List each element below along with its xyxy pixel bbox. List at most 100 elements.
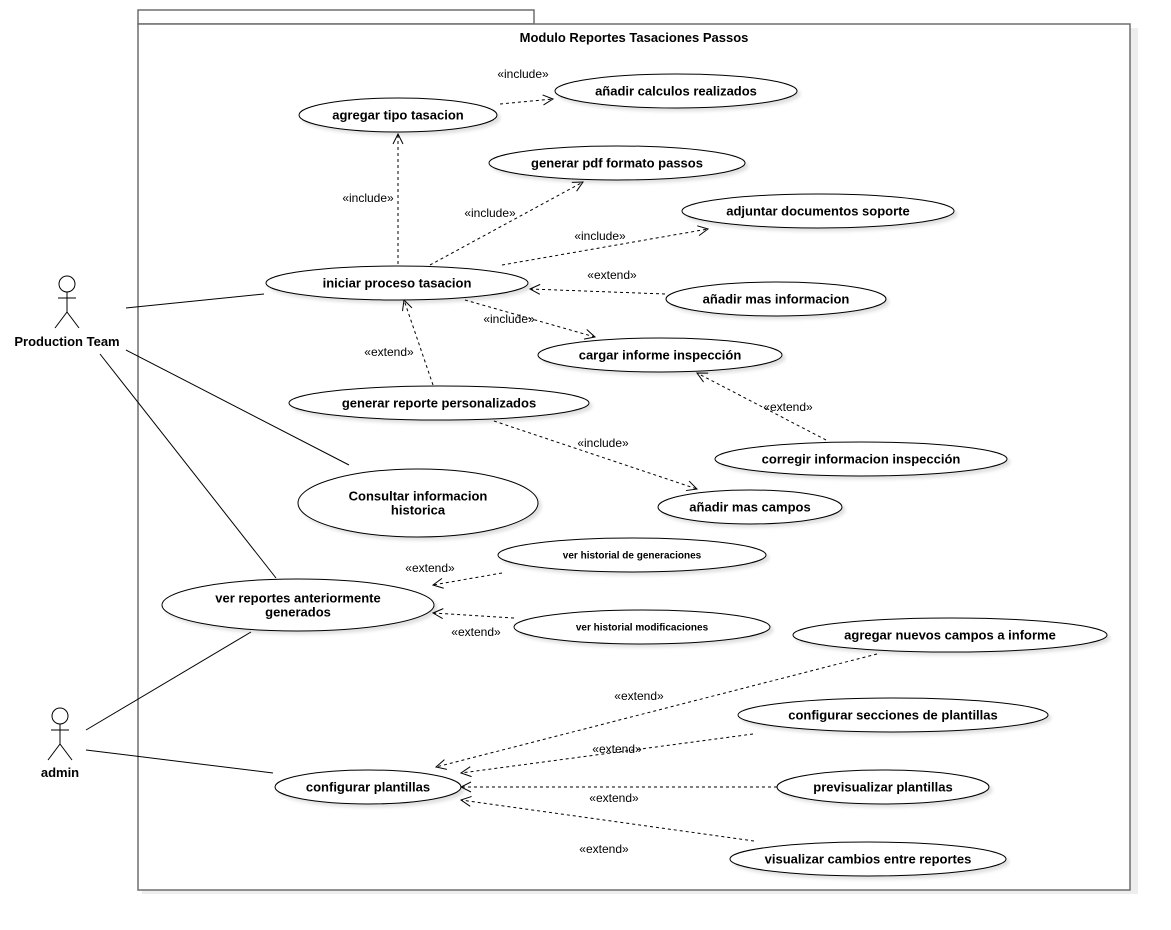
use-case-ellipse[interactable] (161, 578, 435, 632)
use-case-ver-historial-modificaciones[interactable]: ver historial modificaciones (513, 609, 771, 645)
use-case-ellipse[interactable] (681, 193, 955, 229)
stereotype-label: «extend» (405, 561, 455, 575)
use-case-ellipse[interactable] (737, 697, 1049, 733)
frame-tab (137, 9, 535, 25)
use-case-agregar-nuevos-campos-a-informe[interactable]: agregar nuevos campos a informe (792, 617, 1108, 653)
dependency-configurar-secciones-de-plantillas-to-configurar-plantillas: «extend» (461, 733, 754, 773)
use-case-ver-historial-de-generaciones[interactable]: ver historial de generaciones (497, 537, 767, 573)
dependency-agregar-tipo-tasacion-to-anadir-calculos-realizados: «include» (497, 67, 553, 104)
dependency-arrow (697, 373, 827, 441)
stereotype-label: «include» (483, 312, 535, 326)
dependency-arrow (429, 182, 583, 266)
use-case-ellipse[interactable] (792, 617, 1108, 653)
dependency-iniciar-proceso-tasacion-to-adjuntar-documentos-soporte: «include» (501, 229, 708, 266)
stereotype-label: «extend» (364, 345, 414, 359)
use-case-ellipse[interactable] (274, 769, 462, 805)
dependency-arrow (464, 299, 595, 337)
actors-layer: Production Team admin (14, 275, 120, 780)
use-case-ellipse[interactable] (554, 73, 798, 109)
stick-figure-icon (47, 707, 73, 761)
use-case-label: generar pdf formato passos (531, 156, 703, 171)
use-case-label: ver reportes anteriormente (215, 591, 380, 606)
use-case-label: visualizar cambios entre reportes (765, 852, 972, 867)
association-line-production-team-iniciar-proceso-tasacion (125, 293, 265, 309)
use-case-label: historica (391, 503, 446, 518)
dependency-arrow (436, 653, 878, 767)
use-case-adjuntar-documentos-soporte[interactable]: adjuntar documentos soporte (681, 193, 955, 229)
use-case-label: configurar plantillas (306, 780, 430, 795)
stereotype-label: «extend» (592, 742, 642, 756)
stereotype-label: «include» (577, 436, 629, 450)
use-case-label: cargar informe inspección (579, 348, 742, 363)
associations-layer (85, 293, 350, 774)
stereotype-label: «extend» (614, 689, 664, 703)
use-case-label: adjuntar documentos soporte (726, 204, 909, 219)
use-case-ellipse[interactable] (657, 489, 843, 525)
use-case-previsualizar-plantillas[interactable]: previsualizar plantillas (776, 769, 990, 805)
dependency-arrow (433, 613, 515, 618)
use-case-ellipse[interactable] (297, 468, 539, 538)
use-case-cargar-informe-inspeccion[interactable]: cargar informe inspección (537, 337, 783, 373)
use-case-ellipse[interactable] (497, 537, 767, 573)
dependency-previsualizar-plantillas-to-configurar-plantillas: «extend» (461, 787, 777, 805)
use-case-generar-pdf-formato-passos[interactable]: generar pdf formato passos (488, 145, 746, 181)
use-case-label: corregir informacion inspección (762, 452, 961, 467)
use-case-ellipse[interactable] (298, 97, 498, 133)
use-case-label: añadir calculos realizados (595, 84, 757, 99)
actor-production-team[interactable]: Production Team (14, 275, 120, 349)
frame-title: Modulo Reportes Tasaciones Passos (520, 30, 749, 45)
actor-label: admin (41, 765, 79, 780)
dependency-arrow (499, 99, 553, 104)
use-case-ellipse[interactable] (714, 441, 1008, 477)
use-case-anadir-calculos-realizados[interactable]: añadir calculos realizados (554, 73, 798, 109)
stereotype-label: «include» (574, 229, 626, 243)
use-case-label: iniciar proceso tasacion (323, 276, 472, 291)
use-case-ellipse[interactable] (288, 385, 590, 421)
stereotype-label: «include» (497, 67, 549, 81)
association-line-production-team-ver-reportes-anteriormente-generados (99, 353, 277, 579)
use-case-anadir-mas-informacion[interactable]: añadir mas informacion (665, 281, 887, 317)
dependency-arrow (501, 229, 708, 266)
dependency-iniciar-proceso-tasacion-to-cargar-informe-inspeccion: «include» (464, 299, 595, 337)
use-case-corregir-informacion-inspeccion[interactable]: corregir informacion inspección (714, 441, 1008, 477)
stereotype-label: «extend» (587, 268, 637, 282)
use-case-ellipse[interactable] (665, 281, 887, 317)
use-case-ellipse[interactable] (265, 265, 529, 301)
stereotype-label: «extend» (579, 842, 629, 856)
use-case-configurar-secciones-de-plantillas[interactable]: configurar secciones de plantillas (737, 697, 1049, 733)
use-case-iniciar-proceso-tasacion[interactable]: iniciar proceso tasacion (265, 265, 529, 301)
dependency-arrow (461, 800, 755, 842)
use-case-label: configurar secciones de plantillas (788, 708, 998, 723)
stereotype-label: «extend» (763, 400, 813, 414)
use-case-configurar-plantillas[interactable]: configurar plantillas (274, 769, 462, 805)
use-case-label: ver historial de generaciones (563, 551, 702, 562)
use-case-ellipse[interactable] (776, 769, 990, 805)
use-case-agregar-tipo-tasacion[interactable]: agregar tipo tasacion (298, 97, 498, 133)
dependency-anadir-mas-informacion-to-iniciar-proceso-tasacion: «extend» (530, 268, 666, 294)
dependency-generar-reporte-personalizados-to-anadir-mas-campos: «include» (493, 420, 697, 489)
association-line-admin-configurar-plantillas (85, 749, 274, 774)
use-case-label: generados (265, 605, 331, 620)
use-case-generar-reporte-personalizados[interactable]: generar reporte personalizados (288, 385, 590, 421)
use-case-ellipse[interactable] (513, 609, 771, 645)
actor-admin[interactable]: admin (41, 707, 79, 780)
dependency-generar-reporte-personalizados-to-iniciar-proceso-tasacion: «extend» (364, 300, 434, 386)
use-case-ellipse[interactable] (537, 337, 783, 373)
dependency-iniciar-proceso-tasacion-to-generar-pdf-formato-passos: «include» (429, 182, 583, 266)
use-case-anadir-mas-campos[interactable]: añadir mas campos (657, 489, 843, 525)
dependency-visualizar-cambios-entre-reportes-to-configurar-plantillas: «extend» (461, 800, 755, 856)
association-line-admin-ver-reportes-anteriormente-generados (85, 631, 252, 731)
dependency-corregir-informacion-inspeccion-to-cargar-informe-inspeccion: «extend» (697, 373, 827, 441)
dependency-ver-historial-modificaciones-to-ver-reportes-anteriormente-generados: «extend» (433, 613, 515, 639)
actor-label: Production Team (14, 334, 119, 349)
use-case-visualizar-cambios-entre-reportes[interactable]: visualizar cambios entre reportes (729, 841, 1007, 877)
use-case-ellipse[interactable] (488, 145, 746, 181)
use-case-ellipse[interactable] (729, 841, 1007, 877)
use-case-label: ver historial modificaciones (576, 623, 709, 634)
use-case-label: previsualizar plantillas (813, 780, 952, 795)
use-case-label: agregar tipo tasacion (332, 108, 464, 123)
dependency-ver-historial-de-generaciones-to-ver-reportes-anteriormente-generados: «extend» (405, 561, 503, 585)
